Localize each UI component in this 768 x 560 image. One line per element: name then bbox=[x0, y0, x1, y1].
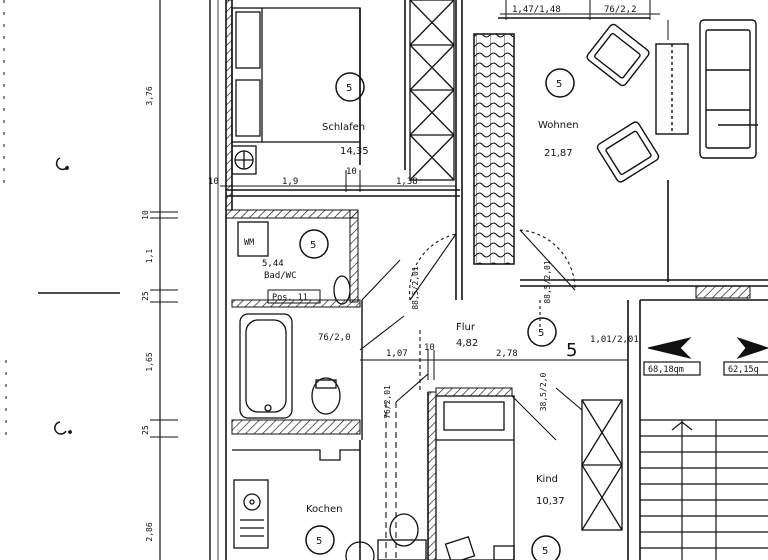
dim-10-flur: 10 bbox=[424, 343, 435, 353]
dim-1-38: 1,38 bbox=[396, 177, 418, 187]
room-markers bbox=[299, 68, 575, 560]
area-arrows bbox=[647, 336, 768, 360]
dim-1-07: 1,07 bbox=[386, 349, 408, 359]
schlafen-marker: 5 bbox=[346, 83, 352, 94]
dim-door-v3: 76/2,01 bbox=[383, 385, 392, 419]
hall-marker: 5 bbox=[566, 340, 577, 361]
area-box-right bbox=[723, 361, 768, 376]
double-bed bbox=[231, 7, 361, 175]
child-bed bbox=[435, 395, 515, 560]
vdim-2-86: 2,86 bbox=[145, 522, 154, 541]
vdim-3-76: 3,76 bbox=[145, 86, 154, 105]
dim-door-bath: 76/2,0 bbox=[318, 333, 351, 343]
dim-door-v2: 88,5/2,01 bbox=[543, 260, 552, 304]
dim-10-mid: 10 bbox=[346, 167, 357, 177]
bathroom-fixtures bbox=[237, 221, 351, 419]
kind-area: 10,37 bbox=[536, 496, 565, 507]
wohnen-furniture bbox=[586, 19, 758, 183]
schlafen-area: 14,35 bbox=[340, 146, 369, 157]
kochen-label: Kochen bbox=[306, 504, 343, 515]
wohnen-label: Wohnen bbox=[538, 120, 579, 131]
vertical-dimension-chain bbox=[150, 0, 219, 560]
vdim-25-a: 25 bbox=[141, 291, 150, 301]
vdim-25-b: 25 bbox=[141, 425, 150, 435]
bad-area: 5,44 bbox=[262, 259, 284, 269]
flur-label: Flur bbox=[456, 322, 476, 333]
pos-label: Pos. 11 bbox=[272, 293, 308, 303]
bad-marker: 5 bbox=[310, 240, 316, 251]
dim-top-window-left: 1,47/1,48 bbox=[512, 5, 561, 15]
kochen-marker: 5 bbox=[316, 536, 322, 547]
dim-door-v1: 88,5/2,01 bbox=[411, 266, 420, 310]
flur-marker: 5 bbox=[538, 328, 544, 339]
kind-marker: 5 bbox=[542, 546, 548, 557]
left-margin bbox=[3, 0, 120, 440]
wardrobe-cabinet bbox=[409, 0, 455, 181]
wohnen-marker: 5 bbox=[556, 79, 562, 90]
dim-top-window-right: 76/2,2 bbox=[604, 5, 637, 15]
dim-10-left: 10 bbox=[208, 177, 219, 187]
bad-label: Bad/WC bbox=[264, 271, 297, 281]
dim-2-78: 2,78 bbox=[496, 349, 518, 359]
stairwell bbox=[640, 419, 768, 560]
door-swings bbox=[359, 229, 583, 560]
dim-door-entry: 1,01/2,01 bbox=[590, 335, 639, 345]
dimension-lines bbox=[220, 0, 660, 380]
area-box-left bbox=[643, 361, 701, 376]
dim-door-v4: 38,5/2,0 bbox=[539, 373, 548, 412]
wohnen-area: 21,87 bbox=[544, 148, 573, 159]
kind-label: Kind bbox=[536, 474, 558, 485]
washing-machine-label: WM bbox=[244, 238, 254, 248]
vdim-10: 10 bbox=[141, 210, 150, 220]
dim-1-9: 1,9 bbox=[282, 177, 298, 187]
vdim-1-1: 1,1 bbox=[145, 249, 154, 264]
kind-cabinet bbox=[581, 399, 623, 531]
pos-box bbox=[267, 289, 321, 304]
area-right: 62,15q bbox=[728, 365, 759, 375]
vdim-1-65: 1,65 bbox=[145, 352, 154, 371]
schlafen-label: Schlafen bbox=[322, 122, 365, 133]
kitchen-fixtures bbox=[232, 449, 427, 560]
flur-area: 4,82 bbox=[456, 338, 478, 349]
wood-partition bbox=[473, 33, 515, 265]
area-left: 68,18qm bbox=[648, 365, 684, 375]
